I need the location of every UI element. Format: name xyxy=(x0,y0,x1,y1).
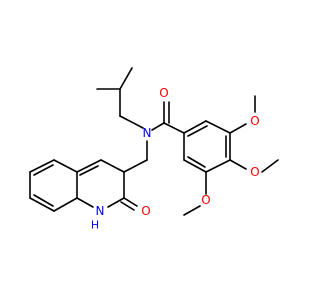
bond xyxy=(33,164,54,176)
bond xyxy=(205,120,231,134)
atom-labels: N O O O O O N H xyxy=(91,86,260,232)
bond xyxy=(229,123,247,134)
bond xyxy=(100,159,125,173)
trimethoxyphenyl-ring xyxy=(183,120,231,173)
bond xyxy=(76,197,94,208)
bond xyxy=(29,197,55,212)
bond xyxy=(33,194,54,207)
quinolinone-nitrogen-label: N xyxy=(96,204,105,218)
quinolinone-hydrogen-label: H xyxy=(91,219,99,232)
bond xyxy=(79,165,99,176)
methoxy-oxygen-middle-label: O xyxy=(250,165,259,179)
quinolinone-oxygen-label: O xyxy=(141,204,150,218)
bond xyxy=(205,159,231,173)
bond xyxy=(76,159,102,173)
amide-nitrogen-label: N xyxy=(143,126,152,140)
structure-diagram: N O O O O O N H xyxy=(29,67,279,232)
bond xyxy=(187,125,208,137)
bond xyxy=(120,201,135,211)
bond xyxy=(187,156,206,168)
amide-group xyxy=(123,101,185,173)
bond xyxy=(119,115,144,129)
bond xyxy=(229,159,247,170)
bond xyxy=(183,205,201,216)
bond xyxy=(29,159,55,173)
bond xyxy=(183,120,207,134)
bond xyxy=(151,122,165,131)
bond xyxy=(107,197,125,208)
bond xyxy=(123,197,138,207)
bond xyxy=(183,159,207,173)
bond xyxy=(261,159,279,173)
bond xyxy=(119,67,133,90)
carbonyl-oxygen-label: O xyxy=(159,86,168,100)
bond xyxy=(53,159,78,173)
bond xyxy=(123,159,148,173)
methoxy-groups xyxy=(183,95,279,216)
methoxy-oxygen-top-label: O xyxy=(250,114,259,128)
methoxy-oxygen-bottom-label: O xyxy=(201,193,210,207)
molecule-canvas: N O O O O O N H xyxy=(29,67,279,232)
isobutyl-group xyxy=(96,67,144,129)
bond xyxy=(53,197,78,212)
quinolinone-system xyxy=(29,159,138,212)
bond xyxy=(163,122,185,134)
